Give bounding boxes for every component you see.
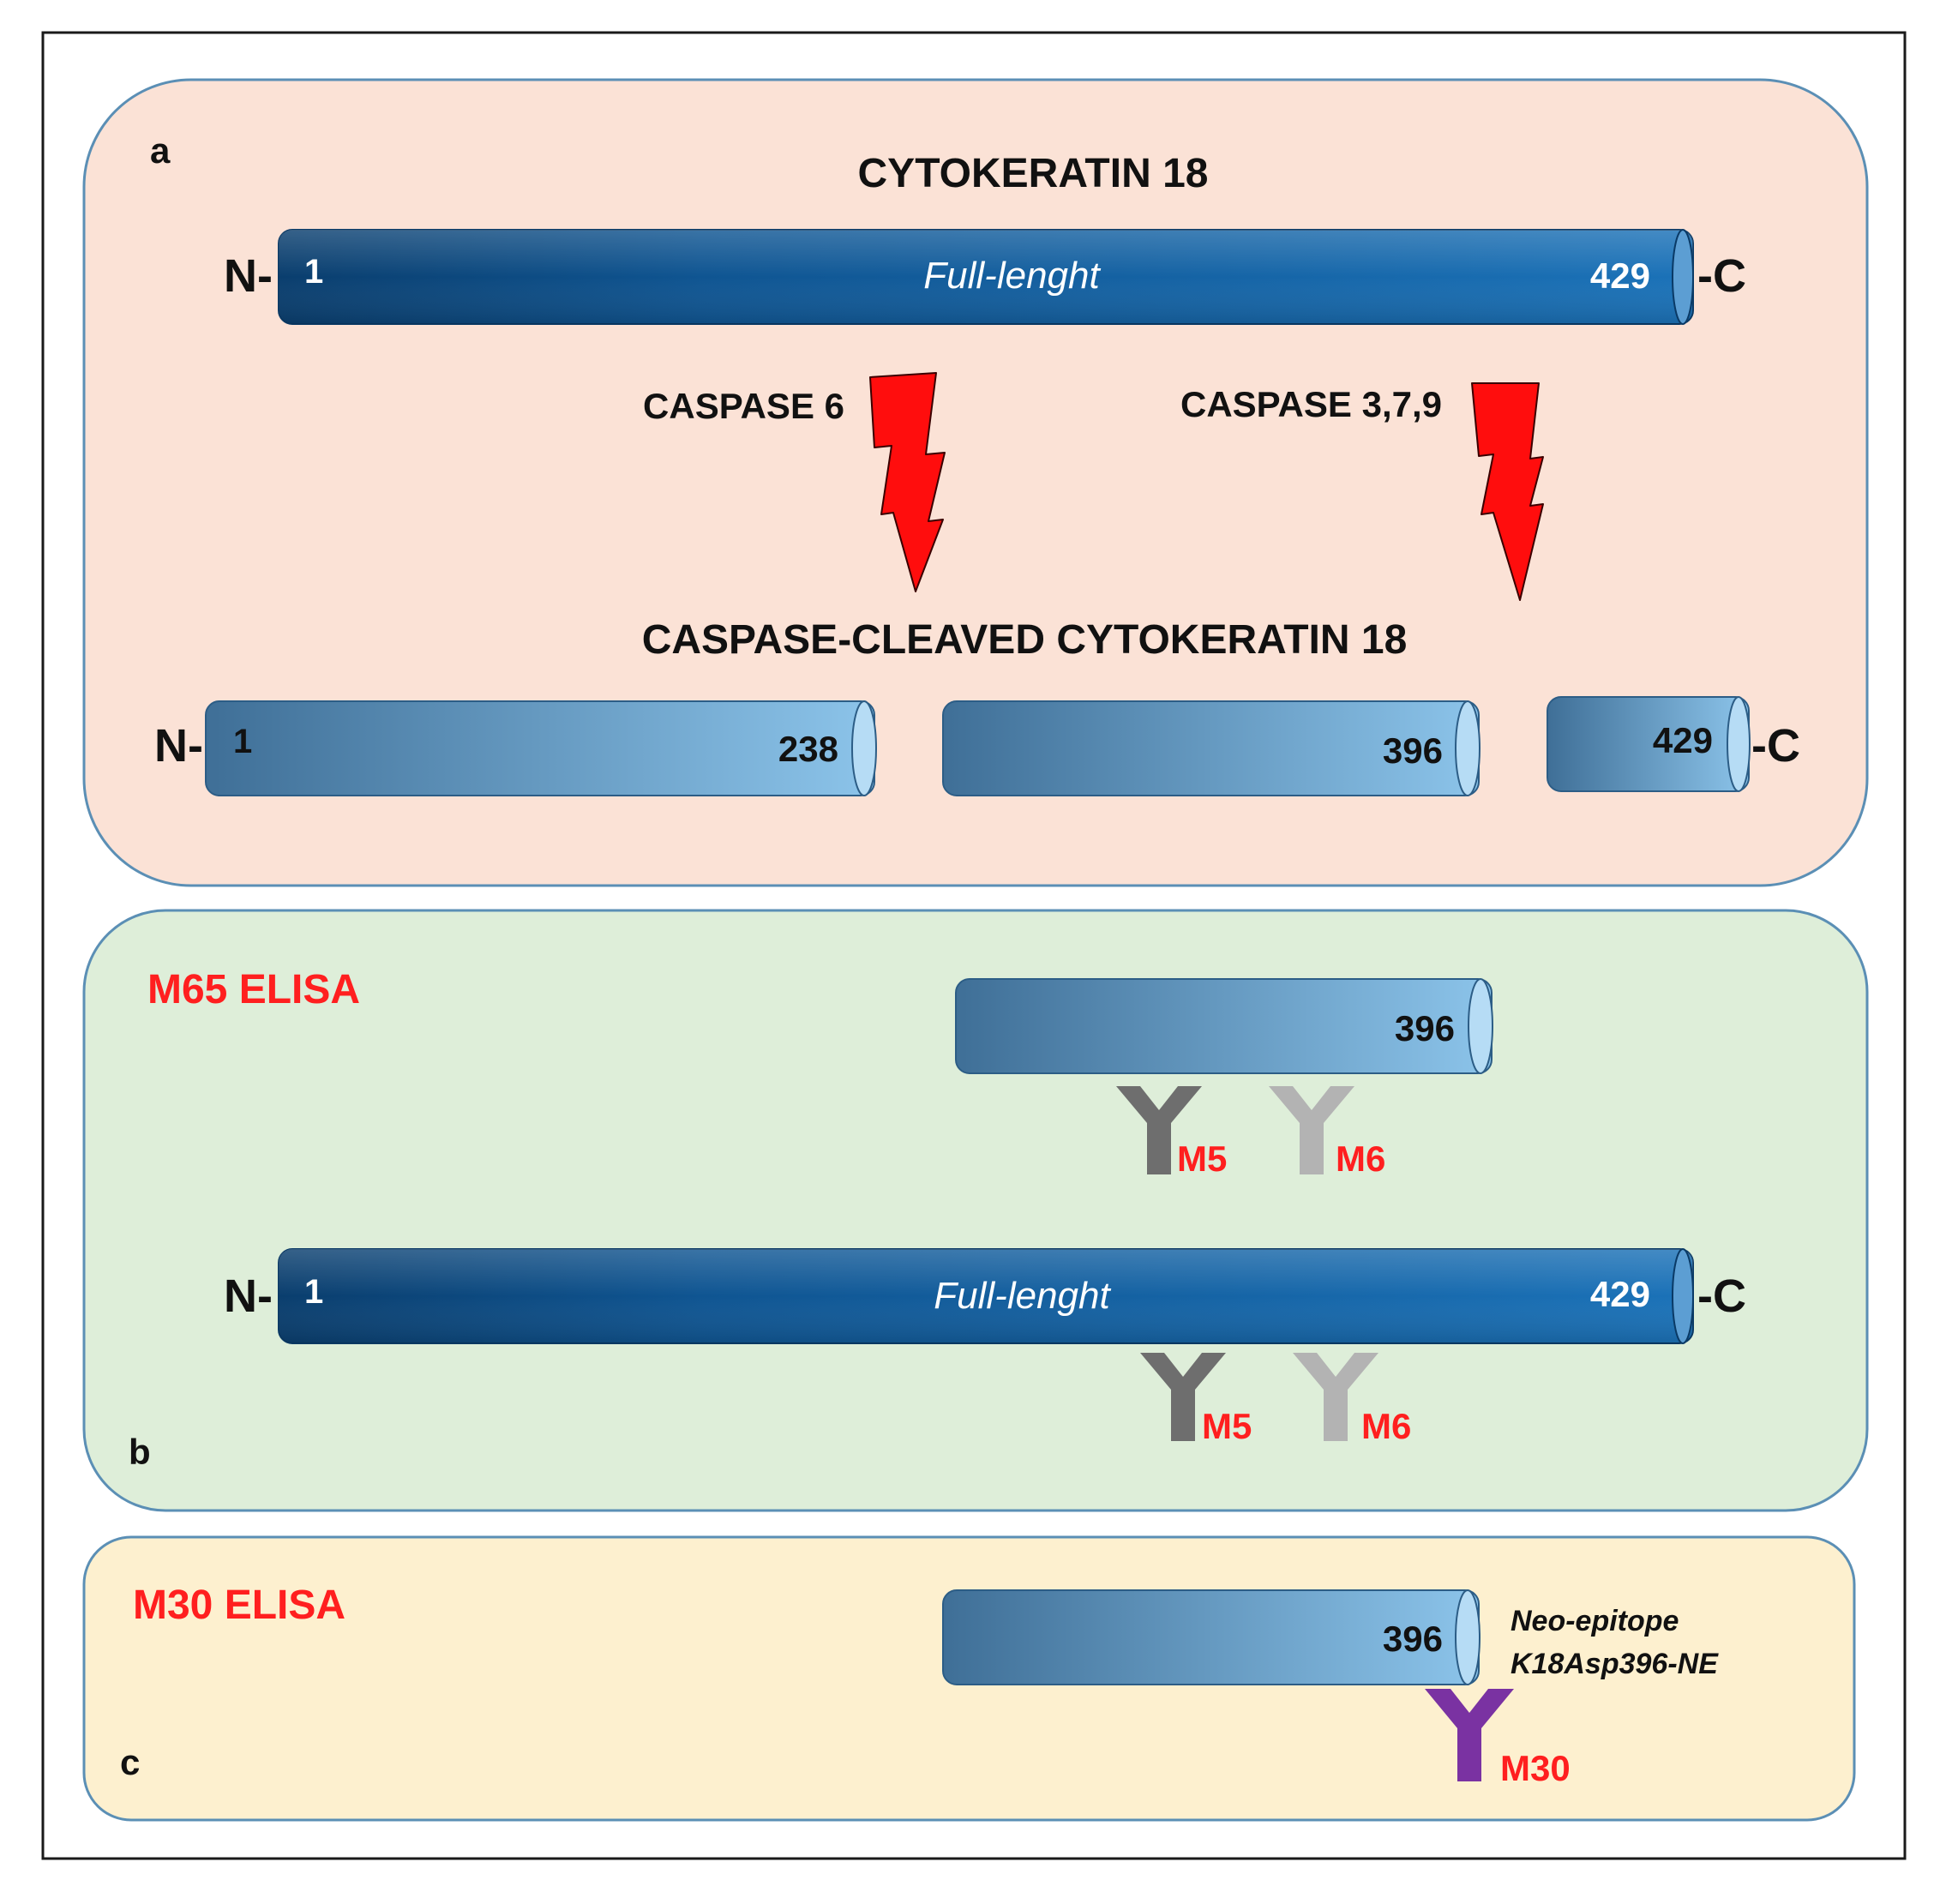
antibody-m6-label: M6 bbox=[1336, 1138, 1385, 1179]
lightning-bolt-icon bbox=[869, 372, 946, 592]
neo-epitope-label: Neo-epitope bbox=[1511, 1605, 1679, 1637]
fragment-1-end-label: 238 bbox=[778, 729, 838, 769]
panel-a-letter: a bbox=[150, 130, 171, 171]
cleaved-fragments: N- 1 238 396 429 -C bbox=[154, 696, 1800, 796]
fragment-1-end-cap bbox=[851, 700, 877, 796]
lightning-bolt-icon bbox=[1471, 382, 1544, 601]
fragment-2-end-cap bbox=[1455, 700, 1481, 796]
antibody-m6-icon bbox=[1293, 1353, 1378, 1441]
antibody-m5-label: M5 bbox=[1202, 1406, 1252, 1446]
fragment-396-end-cap bbox=[1455, 1589, 1481, 1685]
residue-429-label: 429 bbox=[1590, 1274, 1650, 1314]
fragment-3-end-label: 429 bbox=[1653, 720, 1713, 760]
full-length-end-cap bbox=[1672, 229, 1694, 325]
n-terminus-label: N- bbox=[154, 720, 203, 772]
fragment-397-429-bar bbox=[1547, 696, 1750, 792]
antibody-m6-label: M6 bbox=[1361, 1406, 1411, 1446]
cytokeratin-18-diagram: a CYTOKERATIN 18 N- 1 Full-lenght 429 -C… bbox=[41, 31, 1907, 1860]
fragment-1-238-bar bbox=[205, 700, 875, 796]
cleaved-title: CASPASE-CLEAVED CYTOKERATIN 18 bbox=[642, 617, 1408, 663]
full-length-label: Full-lenght bbox=[923, 255, 1101, 297]
panel-b: M65 ELISA 396 M5 M6 N- 1 Full-lenght 429… bbox=[82, 909, 1869, 1512]
residue-1-label: 1 bbox=[304, 1273, 323, 1311]
antibody-m30-icon bbox=[1425, 1689, 1514, 1781]
full-length-protein: N- 1 Full-lenght 429 -C bbox=[224, 1248, 1746, 1344]
antibody-m6-icon bbox=[1269, 1086, 1354, 1174]
n-terminus-label: N- bbox=[224, 1270, 273, 1322]
fragment-2-end-label: 396 bbox=[1383, 730, 1443, 771]
fragment-1-start-label: 1 bbox=[233, 723, 252, 760]
antibody-m5-icon bbox=[1116, 1086, 1202, 1174]
caspase-3-7-9-label: CASPASE 3,7,9 bbox=[1180, 384, 1442, 424]
full-length-protein: N- 1 Full-lenght 429 -C bbox=[224, 229, 1746, 325]
full-length-bar-shade bbox=[279, 1249, 1693, 1343]
full-length-bar-shade bbox=[279, 230, 1693, 324]
n-terminus-label: N- bbox=[224, 250, 273, 302]
panel-b-title: M65 ELISA bbox=[147, 967, 360, 1012]
c-terminus-label: -C bbox=[1697, 250, 1746, 302]
panel-c-letter: c bbox=[120, 1742, 140, 1782]
neo-epitope-name: K18Asp396-NE bbox=[1511, 1648, 1719, 1680]
c-terminus-label: -C bbox=[1751, 720, 1800, 772]
residue-429-label: 429 bbox=[1590, 255, 1650, 296]
panel-a-title: CYTOKERATIN 18 bbox=[858, 151, 1209, 196]
panel-b-letter: b bbox=[129, 1432, 151, 1472]
residue-1-label: 1 bbox=[304, 253, 323, 291]
fragment-396-end-cap bbox=[1468, 978, 1493, 1074]
panel-c: M30 ELISA 396 Neo-epitope K18Asp396-NE M… bbox=[82, 1535, 1856, 1822]
antibody-m5-label: M5 bbox=[1177, 1138, 1227, 1179]
fragment-396-end-label: 396 bbox=[1383, 1619, 1443, 1659]
caspase-6-label: CASPASE 6 bbox=[643, 386, 844, 426]
full-length-end-cap bbox=[1672, 1248, 1694, 1344]
panel-a: a CYTOKERATIN 18 N- 1 Full-lenght 429 -C… bbox=[82, 78, 1869, 887]
fragment-3-end-cap bbox=[1727, 696, 1751, 792]
fragment-396-end-label: 396 bbox=[1395, 1008, 1455, 1048]
antibody-m5-icon bbox=[1140, 1353, 1226, 1441]
panel-c-title: M30 ELISA bbox=[133, 1583, 345, 1628]
full-length-label: Full-lenght bbox=[934, 1275, 1111, 1317]
c-terminus-label: -C bbox=[1697, 1270, 1746, 1322]
antibody-m30-label: M30 bbox=[1500, 1748, 1571, 1788]
